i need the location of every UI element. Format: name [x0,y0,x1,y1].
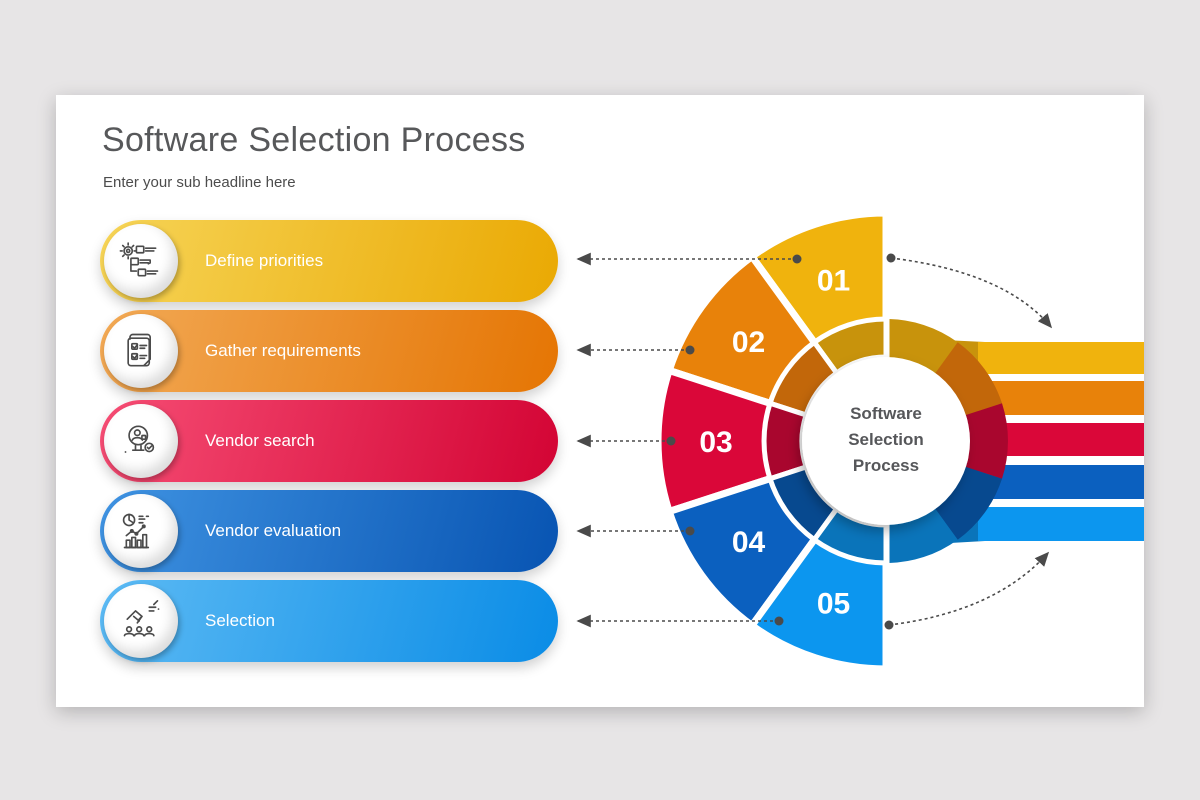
step-label-1: Define priorities [205,251,324,270]
requirements-checklist-icon [127,333,151,367]
selection-hand-icon [123,600,160,637]
step-icon-circle-2 [104,314,178,388]
step-label-4: Vendor evaluation [205,521,342,540]
center-label-line-3: Process [852,456,920,475]
step-label-2: Gather requirements [205,341,361,360]
step-icon-circle-1 [104,224,178,298]
center-label-line-2: Selection [848,430,924,449]
vendor-search-magnifier-icon [124,425,155,453]
step-pill-4: Vendor evaluation [100,490,558,572]
center-label-line-1: Software [850,404,922,423]
priorities-gear-list-icon [119,242,159,277]
step-icon-circle-4 [104,494,178,568]
step-pill-2: Gather requirements [100,310,558,392]
step-pill-1: Define priorities [100,220,558,302]
step-label-3: Vendor search [205,431,315,450]
vendor-evaluation-chart-icon [122,513,150,549]
slide-title: Software Selection Process [102,121,526,159]
step-icon-circle-5 [104,584,178,658]
step-pill-5: Selection [100,580,558,662]
step-icon-circle-3 [104,404,178,478]
step-label-5: Selection [205,611,275,630]
slide-subtitle: Enter your sub headline here [103,174,296,191]
diagram-center-label: Software Selection Process [804,401,968,479]
step-pill-3: Vendor search [100,400,558,482]
